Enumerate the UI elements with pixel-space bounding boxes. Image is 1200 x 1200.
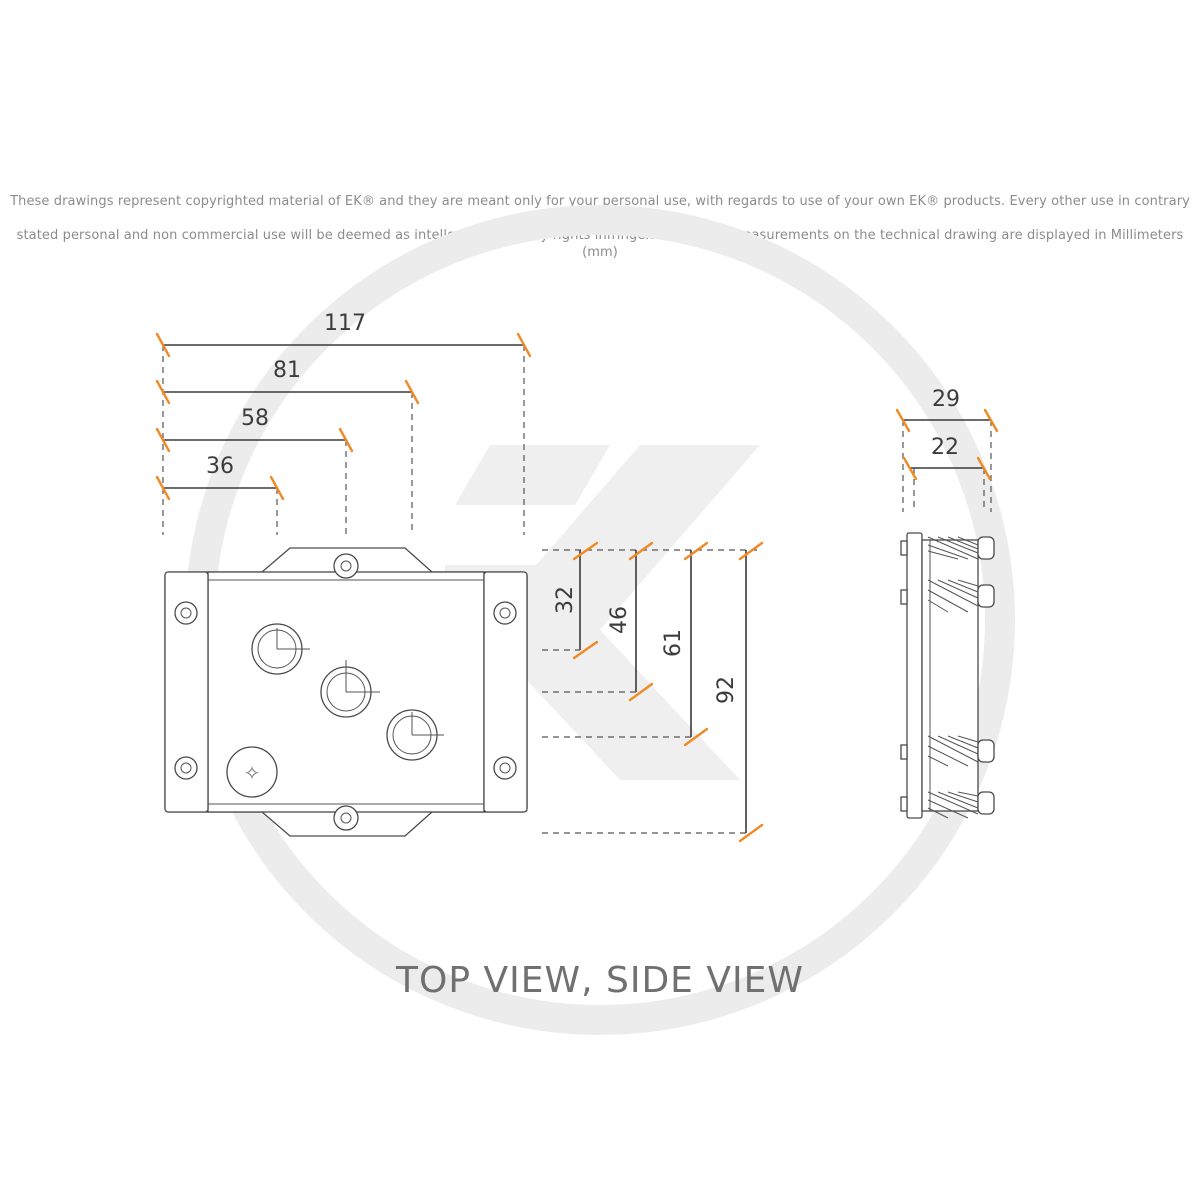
dimension-36: 36 (155, 454, 285, 535)
dimension-32-label: 32 (553, 586, 578, 614)
screw-bottom-center (333, 805, 359, 831)
spring-4 (927, 791, 995, 819)
top-view-part: ✧ (164, 547, 528, 837)
dimension-92-label: 92 (714, 676, 739, 704)
dimension-117-label: 117 (324, 311, 366, 336)
dimension-61: 61 (542, 541, 709, 747)
port-1 (251, 623, 310, 675)
dimension-32: 32 (542, 541, 760, 660)
screw-bottom-left (174, 756, 198, 780)
disclaimer-line-2: stated personal and non commercial use w… (16, 228, 1184, 260)
dimension-22-label: 22 (931, 435, 959, 460)
svg-text:✧: ✧ (244, 761, 261, 785)
dimension-92: 92 (542, 541, 764, 843)
screw-top-left (174, 601, 198, 625)
dimension-58: 58 (155, 406, 354, 535)
dimension-81-label: 81 (273, 358, 301, 383)
screw-top-right (493, 601, 517, 625)
ek-logo-badge: ✧ (226, 746, 278, 798)
dimension-36-label: 36 (206, 454, 234, 479)
dimension-61-label: 61 (661, 629, 686, 657)
dimension-58-label: 58 (241, 406, 269, 431)
dimension-46-label: 46 (607, 606, 632, 634)
port-2 (320, 660, 380, 718)
port-3 (386, 709, 444, 761)
dimension-29: 29 (895, 387, 999, 512)
view-caption: TOP VIEW, SIDE VIEW (395, 960, 804, 1001)
dimension-81: 81 (155, 358, 420, 535)
dimension-22: 22 (902, 435, 992, 512)
screw-bottom-right (493, 756, 517, 780)
spring-1 (927, 536, 995, 560)
spring-2 (927, 579, 995, 613)
spring-3 (927, 735, 995, 767)
screw-top-center (333, 553, 359, 579)
dimension-46: 46 (542, 541, 654, 702)
side-view-part (900, 532, 995, 819)
copyright-disclaimer: These drawings represent copyrighted mat… (0, 193, 1200, 261)
dimension-29-label: 29 (932, 387, 960, 412)
dimension-117: 117 (155, 311, 532, 535)
